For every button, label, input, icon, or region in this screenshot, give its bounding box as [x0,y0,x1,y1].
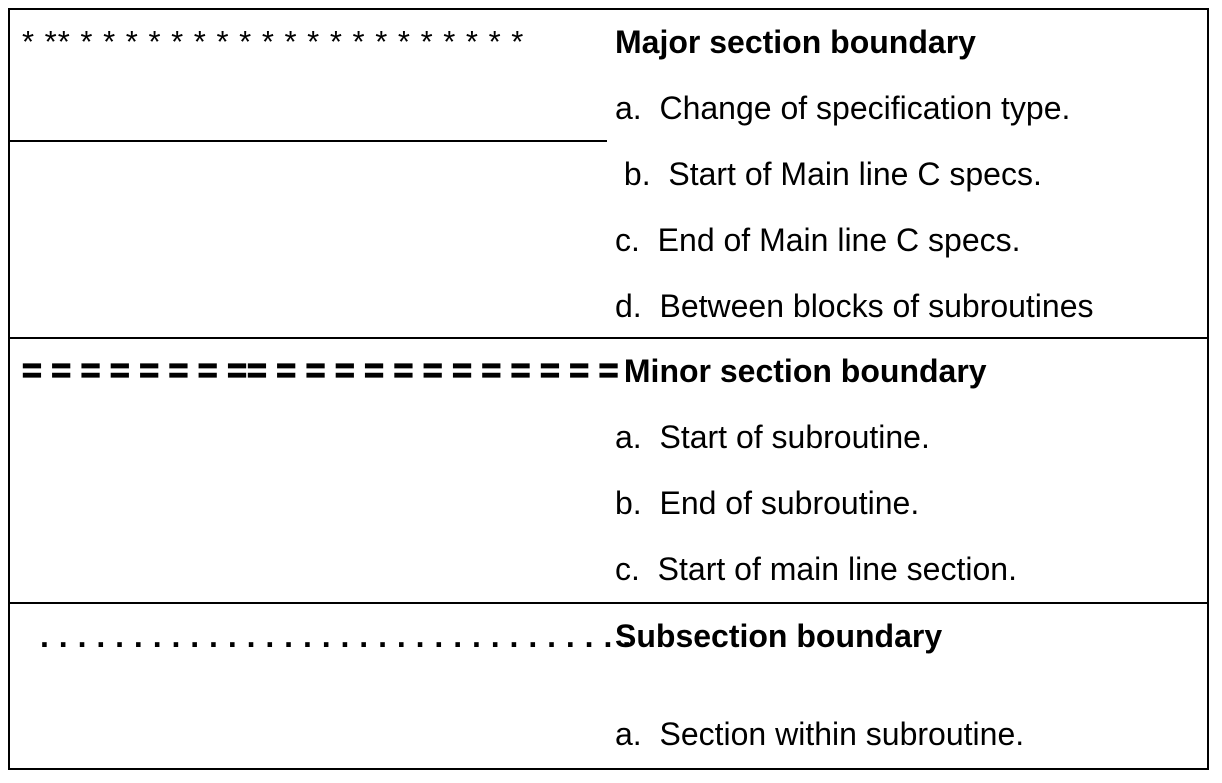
row-major-section: * ** * * * * * * * * * * * * * * * * * *… [10,10,1207,337]
section-item: b. Start of Main line C specs. [615,156,1042,192]
major-symbol-cell: * ** * * * * * * * * * * * * * * * * * *… [10,10,610,337]
section-item: b. End of subroutine. [615,485,920,521]
subsection-symbol-cell: . . . . . . . . . . . . . . . . . . . . … [10,604,632,768]
dotted-boundary-line: . . . . . . . . . . . . . . . . . . . . … [40,618,632,654]
section-item: a. Change of specification type. [615,90,1071,126]
section-title-major: Major section boundary [615,24,976,60]
section-item: a. Section within subroutine. [615,716,1025,752]
section-item: a. Start of subroutine. [615,419,930,455]
left-column-divider [10,140,607,142]
section-item: d. Between blocks of subroutines [615,288,1094,324]
row-subsection: . . . . . . . . . . . . . . . . . . . . … [10,602,1207,768]
equals-boundary-line: = = = = = = = == = = = = = = = = = = = = [21,351,619,390]
section-title-minor: Minor section boundary [615,353,987,389]
section-item: c. Start of main line section. [615,551,1017,587]
section-title-subsection: Subsection boundary [615,618,943,654]
subsection-description-cell: Subsection boundary a. Section within su… [610,604,1207,768]
asterisk-boundary-line: * ** * * * * * * * * * * * * * * * * * *… [22,24,525,59]
section-item: c. End of Main line C specs. [615,222,1021,258]
major-description-cell: Major section boundary a. Change of spec… [610,10,1207,337]
document-table: * ** * * * * * * * * * * * * * * * * * *… [8,8,1209,770]
row-minor-section: = = = = = = = == = = = = = = = = = = = =… [10,337,1207,602]
minor-symbol-cell: = = = = = = = == = = = = = = = = = = = = [10,339,619,602]
minor-description-cell: Minor section boundary a. Start of subro… [610,339,1207,602]
